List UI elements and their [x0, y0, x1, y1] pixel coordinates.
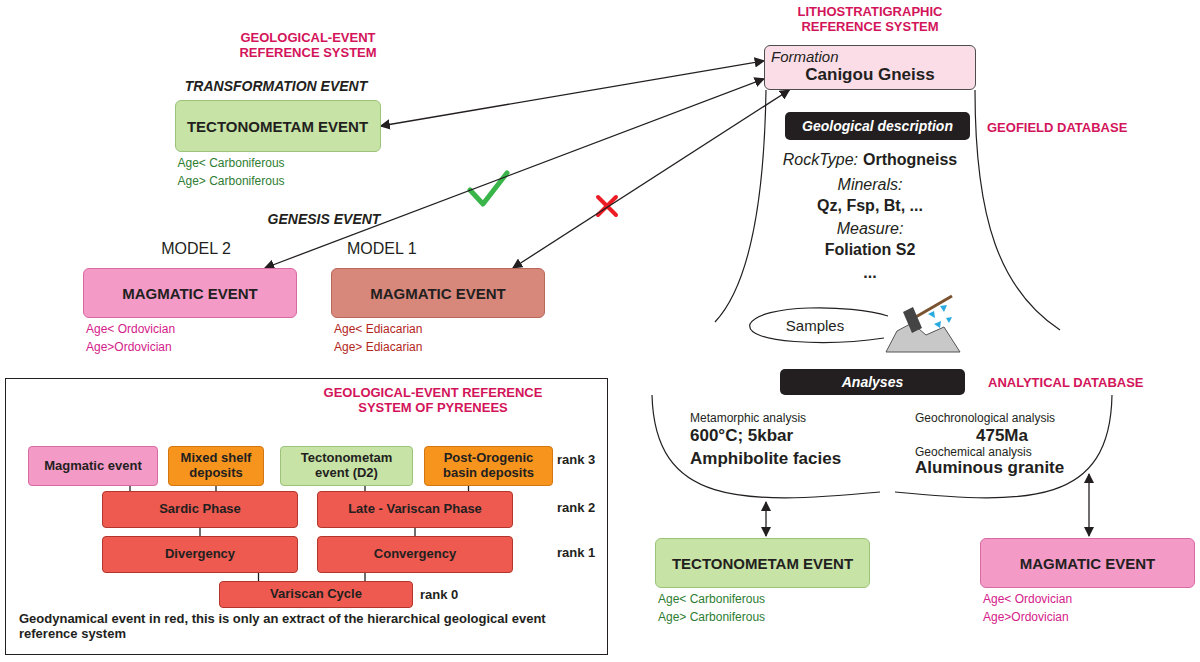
hammer-handle: [914, 296, 952, 318]
event-name: MAGMATIC EVENT: [370, 285, 506, 302]
event-name: Variscan Cycle: [270, 587, 362, 602]
field-name: Minerals:: [838, 176, 903, 194]
age-range: Age> Carboniferous: [658, 610, 765, 624]
event-name: Late - Variscan Phase: [348, 502, 482, 517]
cross-mark: [598, 197, 616, 215]
age-range: Age< Ordovician: [983, 592, 1072, 606]
event-box: Magmatic event: [28, 446, 158, 486]
hierarchy-line: [258, 573, 259, 581]
reference-panel: GEOLOGICAL-EVENT REFERENCE SYSTEM OF PYR…: [5, 378, 608, 655]
analysis-result: Aluminous granite: [915, 458, 1064, 478]
event-name: Divergency: [165, 547, 235, 562]
event-name: Sardic Phase: [159, 502, 241, 517]
age-range: Age< Carboniferous: [658, 592, 765, 606]
model-label: MODEL 2: [161, 240, 231, 258]
analysis-type: Geochemical analysis: [915, 445, 1032, 459]
geodynamic-box: Divergency: [102, 536, 298, 573]
samples-loop: [750, 308, 888, 343]
formation-box: FormationCanigou Gneiss: [764, 45, 976, 90]
rank-label: rank 1: [557, 545, 595, 560]
event-type: TRANSFORMATION EVENT: [185, 78, 368, 94]
geodynamic-box: Late - Variscan Phase: [317, 491, 513, 528]
event-name: Magmatic event: [44, 459, 142, 474]
event-name: Post-Orogenic basin deposits: [429, 451, 548, 481]
rank-label: rank 2: [557, 500, 595, 515]
event-name: TECTONOMETAM EVENT: [187, 118, 368, 135]
age-range: Age< Ediacarian: [334, 322, 422, 336]
geodynamic-box: Convergency: [317, 536, 513, 573]
rank-label: rank 0: [420, 587, 458, 602]
analysis-bracket: [652, 395, 880, 498]
age-range: Age< Carboniferous: [178, 156, 285, 170]
event-name: Tectonometam event (D2): [285, 451, 408, 481]
geodynamic-box: Variscan Cycle: [219, 581, 413, 608]
hierarchy-line: [364, 573, 365, 581]
event-name: Mixed shelf deposits: [173, 451, 259, 481]
age-range: Age>Ordovician: [86, 340, 172, 354]
system-title: GEOLOGICAL-EVENT REFERENCE SYSTEM: [233, 30, 383, 60]
link-arrow: [381, 61, 765, 126]
field-value: Qz, Fsp, Bt, ...: [817, 197, 923, 215]
section-title: Analyses: [842, 374, 903, 390]
field-value: Foliation S2: [825, 241, 916, 259]
section-bar: Analyses: [780, 369, 965, 395]
event-name: MAGMATIC EVENT: [122, 285, 258, 302]
event-name: TECTONOMETAM EVENT: [672, 555, 853, 572]
samples-label: Samples: [786, 317, 844, 334]
analysis-type: Metamorphic analysis: [690, 411, 806, 425]
section-title: Geological description: [802, 118, 953, 134]
unit-rank: Formation: [771, 48, 969, 65]
analysis-result: 600°C; 5kbar: [690, 426, 793, 446]
database-outline: [715, 90, 766, 322]
analysis-type: Geochronological analysis: [915, 411, 1055, 425]
event-box: MAGMATIC EVENTAge< EdiacarianAge> Ediaca…: [331, 268, 545, 318]
footnote: Geodynamical event in red, this is only …: [19, 611, 594, 641]
hammer-head: [903, 307, 922, 333]
geodynamic-box: Sardic Phase: [102, 491, 298, 528]
link-arrow: [513, 90, 790, 268]
cross-stroke: [598, 197, 616, 215]
rock-chip: [946, 317, 952, 323]
deposit-box: Post-Orogenic basin deposits: [424, 446, 553, 486]
event-name: Convergency: [374, 547, 456, 562]
event-box: TECTONOMETAM EVENTAge< CarboniferousAge>…: [175, 100, 381, 152]
link-arrow: [1088, 474, 1089, 536]
rock-chip: [928, 311, 935, 318]
field-name: RockType:: [783, 151, 858, 169]
age-range: Age< Ordovician: [86, 322, 175, 336]
hammer-icon: [886, 296, 960, 352]
age-range: Age> Ediacarian: [334, 340, 422, 354]
hierarchy-line: [199, 528, 200, 536]
database-label: ANALYTICAL DATABASE: [988, 375, 1144, 390]
panel-title: GEOLOGICAL-EVENT REFERENCE SYSTEM OF PYR…: [313, 385, 553, 415]
system-title: LITHOSTRATIGRAPHIC REFERENCE SYSTEM: [775, 4, 965, 34]
cross-stroke: [598, 197, 616, 215]
unit-name: Canigou Gneiss: [771, 65, 969, 85]
rank-label: rank 3: [557, 452, 595, 467]
event-box: Tectonometam event (D2): [280, 446, 413, 486]
age-range: Age> Carboniferous: [178, 174, 285, 188]
rock-chip: [934, 321, 941, 328]
event-type: GENESIS EVENT: [268, 211, 381, 227]
field-name: Measure:: [837, 220, 904, 238]
analysis-result: 475Ma: [976, 426, 1028, 446]
age-range: Age>Ordovician: [983, 610, 1069, 624]
field-value: ...: [863, 264, 876, 282]
analysis-result: Amphibolite facies: [690, 449, 841, 469]
database-label: GEOFIELD DATABASE: [987, 120, 1127, 135]
event-name: MAGMATIC EVENT: [1020, 555, 1156, 572]
event-box: TECTONOMETAM EVENTAge< CarboniferousAge>…: [655, 538, 870, 588]
rock-chip: [940, 305, 947, 312]
event-box: MAGMATIC EVENTAge< OrdovicianAge>Ordovic…: [980, 538, 1195, 588]
deposit-box: Mixed shelf deposits: [168, 446, 264, 486]
field-value: Orthogneiss: [863, 151, 957, 169]
hierarchy-line: [414, 528, 415, 536]
event-box: MAGMATIC EVENTAge< OrdovicianAge>Ordovic…: [83, 268, 297, 318]
model-label: MODEL 1: [347, 240, 417, 258]
link-arrow: [765, 502, 766, 536]
section-bar: Geological description: [785, 112, 970, 140]
rock-outcrop: [886, 323, 960, 352]
analysis-bracket: [895, 395, 1112, 498]
